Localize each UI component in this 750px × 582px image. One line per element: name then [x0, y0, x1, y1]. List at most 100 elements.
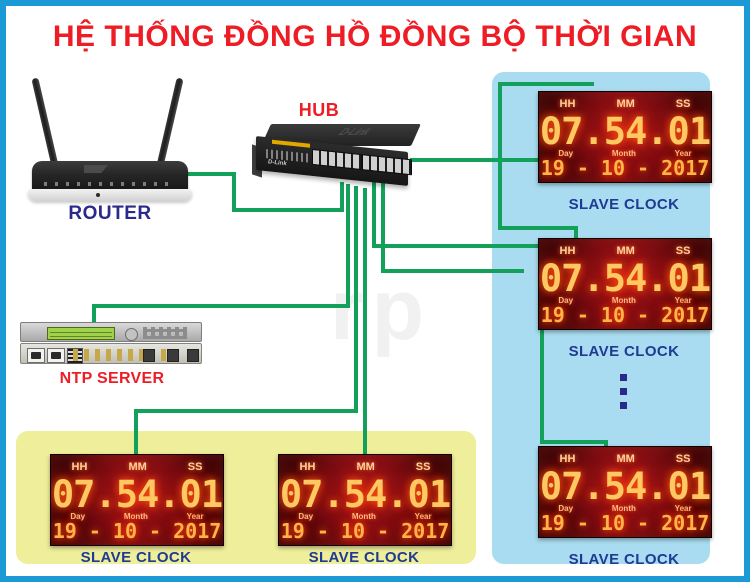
clock-header-year: Year — [674, 149, 692, 158]
clock-header-mm: MM — [356, 461, 375, 473]
hub-port-bank-1 — [312, 148, 362, 171]
clock-header-month: Month — [351, 512, 376, 521]
clock-time-value: 07.54.01 — [51, 473, 223, 516]
clock-header-mm: MM — [128, 461, 147, 473]
slave-clock-display-bottom-1: HH MM SS 07.54.01 Day Month Year 19 - 10… — [50, 454, 224, 546]
page-title: HỆ THỐNG ĐỒNG HỒ ĐỒNG BỘ THỜI GIAN — [52, 20, 698, 53]
slave-clock-caption-right-3: SLAVE CLOCK — [568, 551, 680, 568]
clock-header-day: Day — [558, 504, 574, 513]
cable-hub-to-bottom-left-v1 — [354, 186, 358, 412]
clock-header-month: Month — [611, 504, 636, 513]
clock-header-hh: HH — [559, 98, 576, 110]
cable-hub-to-right-2-h — [381, 269, 524, 273]
hub-front-brand: D-Link — [268, 159, 287, 168]
ntp-unit-bottom — [20, 343, 202, 364]
clock-header-hh: HH — [299, 461, 316, 473]
ntp-rj45-port-1 — [143, 349, 155, 362]
diagram-canvas: rp HỆ THỐNG ĐỒNG HỒ ĐỒNG BỘ THỜI GIAN — [6, 6, 744, 576]
clock-date-header-row: Day Month Year — [539, 296, 711, 305]
clock-header-row: HH MM SS — [539, 453, 711, 465]
clock-header-day: Day — [70, 512, 86, 521]
router-led-strip — [44, 182, 168, 186]
hub-device: D-Link D-Link — [252, 124, 421, 194]
slave-clock-caption-right-1: SLAVE CLOCK — [568, 196, 680, 213]
clock-header-hh: HH — [559, 453, 576, 465]
clock-date-value: 19 - 10 - 2017 — [52, 519, 222, 543]
ntp-rj45-port-2 — [167, 349, 179, 362]
cable-hub-to-right-top-h — [410, 158, 598, 162]
ntp-server-label: NTP SERVER — [59, 370, 165, 387]
dot-3 — [620, 402, 627, 409]
clock-header-row: HH MM SS — [539, 98, 711, 110]
hub-port-bank-2 — [362, 154, 412, 176]
slave-clock-display-right-3: HH MM SS 07.54.01 Day Month Year 19 - 10… — [538, 446, 712, 538]
router-antenna-right-icon — [156, 77, 184, 169]
ntp-bnc-connectors — [73, 349, 183, 361]
cable-hub-port-1 — [340, 182, 344, 210]
router-vent — [84, 165, 108, 173]
router-label: ROUTER — [68, 203, 152, 224]
clock-header-year: Year — [674, 504, 692, 513]
ntp-navigation-knob — [125, 328, 138, 341]
clock-header-day: Day — [558, 149, 574, 158]
cable-hub-to-bottom-left-h — [134, 409, 358, 413]
cable-left-riser-h-top — [498, 82, 594, 86]
cable-hub-to-bottom-left-v2 — [134, 409, 138, 457]
ntp-keypad — [143, 327, 187, 339]
hub-brand-label: D-Link — [335, 127, 374, 138]
cable-hub-to-right-2-v1 — [381, 178, 385, 272]
router-base — [28, 189, 192, 201]
clock-time-value: 07.54.01 — [539, 465, 711, 508]
clock-header-hh: HH — [559, 245, 576, 257]
router-indicator-dot — [96, 193, 100, 197]
clock-header-month: Month — [611, 149, 636, 158]
clock-continuation-dots — [620, 374, 627, 409]
clock-date-header-row: Day Month Year — [279, 512, 451, 521]
ntp-rj45-port-3 — [187, 349, 199, 362]
slave-clock-display-right-1: HH MM SS 07.54.01 Day Month Year 19 - 10… — [538, 91, 712, 183]
cable-router-to-hub-v — [232, 172, 236, 212]
clock-date-value: 19 - 10 - 2017 — [540, 156, 710, 180]
ntp-power-inlet-2 — [47, 348, 65, 363]
cable-hub-to-ntp-v — [346, 184, 350, 306]
clock-date-header-row: Day Month Year — [539, 149, 711, 158]
clock-header-day: Day — [558, 296, 574, 305]
ntp-unit-top — [20, 322, 202, 342]
ntp-server-device — [20, 322, 202, 364]
slave-clock-caption-bottom-1: SLAVE CLOCK — [80, 549, 192, 566]
hub-label: HUB — [298, 100, 340, 120]
clock-header-year: Year — [414, 512, 432, 521]
clock-header-row: HH MM SS — [51, 461, 223, 473]
slave-clock-display-right-2: HH MM SS 07.54.01 Day Month Year 19 - 10… — [538, 238, 712, 330]
clock-header-row: HH MM SS — [279, 461, 451, 473]
clock-header-month: Month — [611, 296, 636, 305]
clock-date-header-row: Day Month Year — [51, 512, 223, 521]
cable-left-riser-v — [498, 82, 502, 230]
cable-hub-to-right-1-v1 — [372, 181, 376, 247]
clock-header-ss: SS — [675, 98, 691, 110]
cable-router-to-hub-h1 — [176, 172, 236, 176]
clock-header-mm: MM — [616, 98, 635, 110]
cable-hub-to-right-1-v2 — [540, 244, 544, 444]
cable-hub-to-right-1-h — [372, 244, 544, 248]
clock-header-day: Day — [298, 512, 314, 521]
clock-date-header-row: Day Month Year — [539, 504, 711, 513]
clock-header-ss: SS — [415, 461, 431, 473]
clock-date-value: 19 - 10 - 2017 — [540, 511, 710, 535]
cable-hub-to-right-3-h — [540, 440, 608, 444]
ntp-power-inlet-1 — [27, 348, 45, 363]
clock-header-mm: MM — [616, 453, 635, 465]
hub-stripe — [272, 139, 310, 148]
cable-hub-to-bottom-middle — [363, 188, 367, 456]
clock-time-value: 07.54.01 — [539, 257, 711, 300]
cable-left-riser-h-bottom — [498, 226, 578, 230]
dot-1 — [620, 374, 627, 381]
clock-time-value: 07.54.01 — [279, 473, 451, 516]
clock-date-value: 19 - 10 - 2017 — [540, 303, 710, 327]
clock-header-year: Year — [186, 512, 204, 521]
cable-hub-to-ntp-h — [92, 304, 350, 308]
router-antenna-left-icon — [31, 77, 59, 169]
clock-date-value: 19 - 10 - 2017 — [280, 519, 450, 543]
dot-2 — [620, 388, 627, 395]
